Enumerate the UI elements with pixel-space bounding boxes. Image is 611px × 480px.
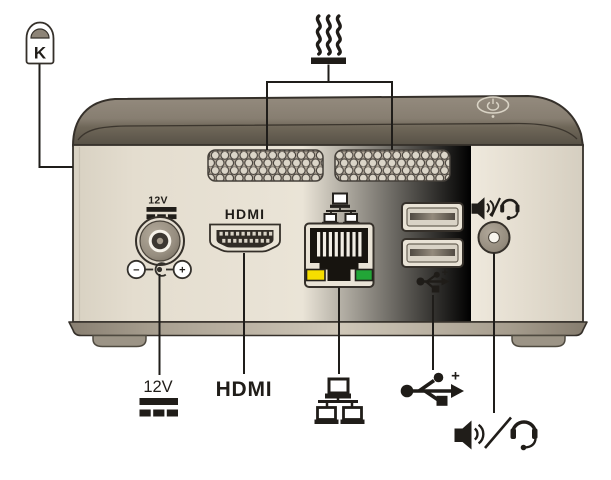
power-button-icon [476,96,510,118]
hdmi-pins [219,231,273,243]
legend-dc: 12V [139,378,178,417]
dc-in-port: 12V − + [126,195,192,280]
polarity-minus-sign: − [133,264,139,276]
usb-port-top [401,202,464,232]
lan-port [304,192,375,288]
device-top-bevel-line [77,122,578,141]
polarity-plus-sign: + [179,264,185,276]
speaker-headset-icon-large [454,416,538,451]
kensington-letter: K [34,44,47,63]
kensington-callout-line [38,64,73,168]
audio-jack [471,197,520,254]
legend-row: 12V HDMI [139,368,538,451]
speaker-headset-icon-small [471,197,520,220]
usb-trident-plus-icon-small: + [416,267,450,293]
usb-trident-plus-icon-large: + [400,368,464,406]
device-top-lid [72,95,584,147]
legend-hdmi-label: HDMI [216,378,273,401]
lan-led-left [305,268,326,282]
dc-symbol-icon-large [139,398,178,417]
heat-callout-bracket [266,81,393,150]
usb-ports: + [401,202,464,293]
panel-hdmi-label: HDMI [225,206,266,222]
legend-12v-label: 12V [143,378,172,396]
hot-surface-icon [311,14,346,64]
hdmi-port: HDMI [209,206,281,253]
device-foot-right [511,334,566,348]
vent-grille-right [334,149,451,182]
usb-plus-sign-large: + [451,368,460,385]
vent-grille-left [207,149,324,182]
kensington-lock-icon: K [25,21,55,65]
device-base-strip [68,321,588,337]
callout-lines [38,64,495,413]
usb-plus-sign-small: + [442,267,448,279]
dc-polarity-icon: − + [126,259,192,280]
dc-barrel-jack [135,216,185,266]
usb-port-bottom [401,238,464,268]
audio-jack-hole [488,231,500,244]
lan-network-icon-large [314,377,365,424]
panel-12v-label: 12V [148,195,168,207]
device-foot-left [92,334,147,348]
rj45-pins [317,232,362,257]
lan-led-right [354,268,374,282]
